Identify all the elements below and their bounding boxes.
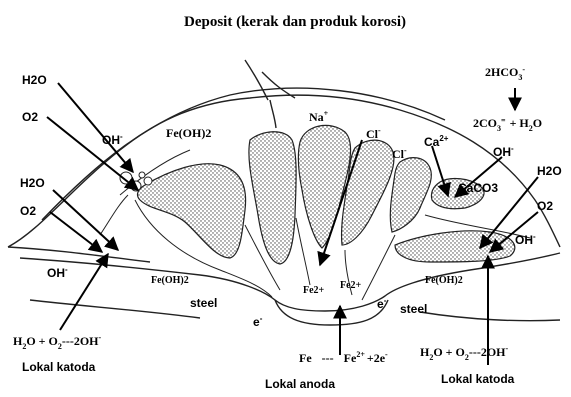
label-fe-oh2-left: Fe(OH)2 (151, 275, 189, 286)
label-ca-2plus: Ca2+ (424, 134, 449, 149)
label-lokal-katoda-left: Lokal katoda (22, 360, 96, 374)
diagram-title: Deposit (kerak dan produk korosi) (184, 14, 406, 30)
label-h2o-top-left: H2O (22, 73, 47, 87)
label-lokal-katoda-right: Lokal katoda (441, 372, 515, 386)
arrow-o2-left (50, 212, 102, 252)
label-steel-right: steel (400, 302, 427, 316)
label-oh-left: OH- (47, 265, 68, 280)
arrow-h2o-left (53, 190, 118, 250)
label-h2o-right: H2O (537, 164, 562, 178)
label-cathode-equation-right: H2O + O2---2OH- (420, 344, 509, 362)
label-steel-left: steel (190, 296, 217, 310)
label-fe2-b: Fe2+ (340, 280, 362, 291)
label-o2-left: O2 (20, 204, 36, 218)
label-cathode-equation-left: H2O + O2---2OH- (13, 333, 102, 351)
label-co3-line: 2CO3=+ H2O (473, 116, 542, 133)
label-fe2-a: Fe2+ (303, 285, 325, 296)
label-e-left: e- (253, 314, 263, 329)
label-hco3: 2HCO3- (485, 65, 525, 82)
label-oh-right-lower: OH- (515, 232, 536, 247)
label-o2-right: O2 (537, 199, 553, 213)
label-na-plus: Na+ (309, 109, 329, 124)
label-anode-equation: Fe---Fe2++2e- (299, 350, 388, 365)
label-cl-upper: Cl- (366, 126, 381, 141)
label-lokal-anoda: Lokal anoda (265, 377, 335, 391)
label-caco3: CaCO3 (458, 181, 498, 195)
arrow-o2-top-left (47, 117, 138, 190)
label-h2o-left: H2O (20, 176, 45, 190)
arrow-h2o-top-left (58, 83, 133, 172)
label-oh-top-left: OH- (102, 132, 123, 147)
label-o2-top-left: O2 (22, 110, 38, 124)
label-oh-right-upper: OH- (493, 144, 514, 159)
label-fe-oh2-top: Fe(OH)2 (166, 126, 211, 140)
label-fe-oh2-right: Fe(OH)2 (425, 275, 463, 286)
label-e-right: e- (377, 296, 387, 311)
